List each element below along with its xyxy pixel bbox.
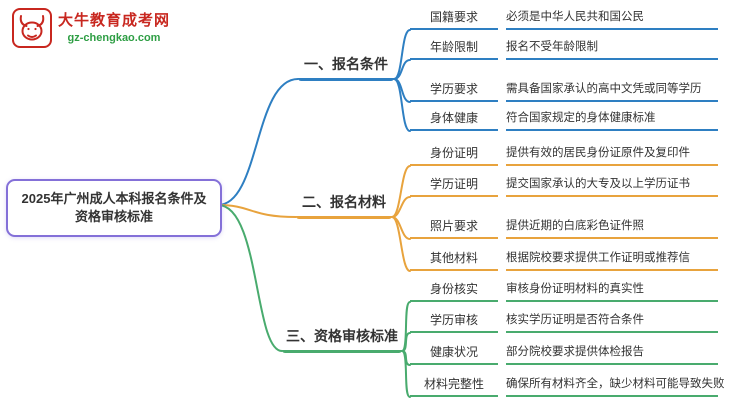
leaf-label: 年龄限制 <box>410 40 498 60</box>
leaf-label: 学历证明 <box>410 177 498 197</box>
leaf-value: 提供近期的白底彩色证件照 <box>506 219 718 239</box>
branch-label-registration-conditions: 一、报名条件 <box>298 56 394 81</box>
root-title: 2025年广州成人本科报名条件及资格审核标准 <box>21 191 207 224</box>
leaf-value: 需具备国家承认的高中文凭或同等学历 <box>506 82 718 102</box>
leaf-row: 年龄限制 报名不受年龄限制 <box>410 40 718 60</box>
leaf-row: 身体健康 符合国家规定的身体健康标准 <box>410 111 718 131</box>
leaf-row: 其他材料 根据院校要求提供工作证明或推荐信 <box>410 251 718 271</box>
leaf-row: 身份核实 审核身份证明材料的真实性 <box>410 282 718 302</box>
branch-label-review-standards: 三、资格审核标准 <box>282 328 402 353</box>
leaf-row: 国籍要求 必须是中华人民共和国公民 <box>410 10 718 30</box>
leaf-value: 部分院校要求提供体检报告 <box>506 345 718 365</box>
site-name: 大牛教育成考网 <box>58 12 171 29</box>
leaf-label: 学历审核 <box>410 313 498 333</box>
leaf-label: 身份核实 <box>410 282 498 302</box>
leaf-row: 健康状况 部分院校要求提供体检报告 <box>410 345 718 365</box>
logo-text: 大牛教育成考网 gz-chengkao.com <box>58 12 170 44</box>
leaf-label: 身体健康 <box>410 111 498 131</box>
leaf-label: 其他材料 <box>410 251 498 271</box>
leaf-row: 学历证明 提交国家承认的大专及以上学历证书 <box>410 177 718 197</box>
leaf-row: 学历要求 需具备国家承认的高中文凭或同等学历 <box>410 82 718 102</box>
leaf-row: 学历审核 核实学历证明是否符合条件 <box>410 313 718 333</box>
leaf-value: 必须是中华人民共和国公民 <box>506 10 718 30</box>
leaf-value: 提交国家承认的大专及以上学历证书 <box>506 177 718 197</box>
leaf-value: 核实学历证明是否符合条件 <box>506 313 718 333</box>
leaf-value: 确保所有材料齐全，缺少材料可能导致失败 <box>506 377 725 397</box>
connector-root-branch3 <box>217 204 283 352</box>
leaf-value: 根据院校要求提供工作证明或推荐信 <box>506 251 718 271</box>
leaf-row: 材料完整性 确保所有材料齐全，缺少材料可能导致失败 <box>410 377 725 397</box>
branch-label-registration-materials: 二、报名材料 <box>296 194 392 219</box>
leaf-label: 学历要求 <box>410 82 498 102</box>
connector-branch3-item2 <box>401 332 411 352</box>
connector-branch1-item4 <box>393 78 411 132</box>
site-logo: 大牛教育成考网 gz-chengkao.com <box>12 8 170 48</box>
leaf-value: 提供有效的居民身份证原件及复印件 <box>506 146 718 166</box>
connector-branch3-item4 <box>401 350 411 398</box>
leaf-value: 报名不受年龄限制 <box>506 40 718 60</box>
leaf-value: 符合国家规定的身体健康标准 <box>506 111 718 131</box>
connector-root-branch2 <box>217 204 297 218</box>
connector-branch2-item4 <box>391 216 411 272</box>
leaf-row: 身份证明 提供有效的居民身份证原件及复印件 <box>410 146 718 166</box>
logo-bull-icon <box>12 8 52 48</box>
leaf-label: 材料完整性 <box>410 377 498 397</box>
leaf-row: 照片要求 提供近期的白底彩色证件照 <box>410 219 718 239</box>
leaf-label: 照片要求 <box>410 219 498 239</box>
leaf-label: 健康状况 <box>410 345 498 365</box>
root-title-node: 2025年广州成人本科报名条件及资格审核标准 <box>6 179 222 237</box>
connector-root-branch1 <box>217 78 299 206</box>
leaf-label: 身份证明 <box>410 146 498 166</box>
leaf-value: 审核身份证明材料的真实性 <box>506 282 718 302</box>
leaf-label: 国籍要求 <box>410 10 498 30</box>
site-url: gz-chengkao.com <box>67 32 161 44</box>
